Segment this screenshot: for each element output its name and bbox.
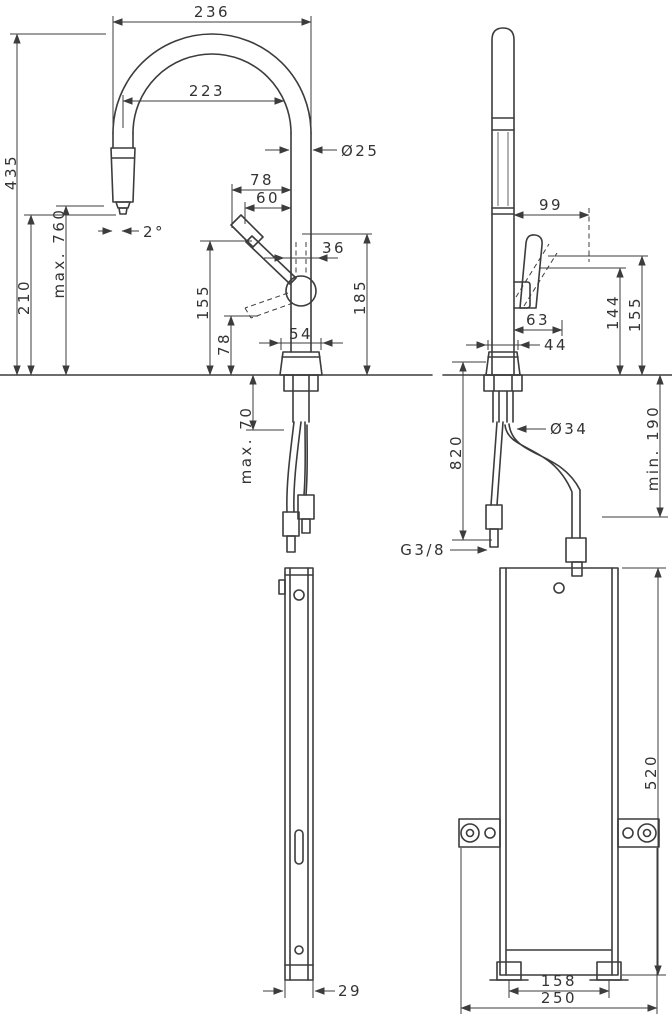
dim-label-max-pullout: max. 760 (50, 208, 68, 299)
dim-label-swivel-angle: 2° (143, 223, 165, 241)
dim-label-min-clearance: min. 190 (644, 405, 662, 491)
dim-label-spout-reach: 223 (189, 82, 225, 100)
dim-label-handle-low-height: 78 (215, 332, 233, 356)
faucet-front-outline (458, 27, 660, 981)
dim-label-pivot-height-front: 144 (604, 294, 622, 330)
dim-label-foot-spacing: 158 (541, 972, 577, 990)
dim-label-handle-top-height-front: 155 (626, 296, 644, 332)
faucet-front-shading (497, 132, 509, 206)
dim-label-head-offset: 99 (539, 196, 563, 214)
dim-label-base-width-front: 44 (544, 336, 568, 354)
dim-label-hose-length: 820 (447, 434, 465, 470)
dim-label-arc-width: 236 (194, 3, 230, 21)
dim-label-handle-boss-width: 36 (322, 239, 346, 257)
dim-label-outlet-height: 210 (15, 279, 33, 315)
dim-label-connection-thread: G3/8 (400, 541, 446, 559)
dim-label-max-counter-thickness: max. 70 (237, 406, 255, 485)
dim-label-spout-diameter: Ø25 (341, 142, 379, 160)
dim-label-rail-width: 29 (338, 982, 362, 1000)
dimension-labels: 236 223 Ø25 78 60 2° 36 54 29 99 63 44 Ø… (2, 3, 662, 1007)
dim-label-overall-width: 250 (541, 989, 577, 1007)
dim-label-box-height: 520 (642, 754, 660, 790)
dim-label-total-height: 435 (2, 154, 20, 190)
dim-label-pivot-height: 185 (351, 279, 369, 315)
dim-label-tap-hole-diameter: Ø34 (550, 420, 588, 438)
front-view-dimension-lines (450, 211, 668, 1014)
faucet-side-outline (110, 33, 323, 981)
faucet-side-dashed-positions (244, 242, 307, 319)
side-view-dimension-lines (10, 16, 372, 998)
dim-label-handle-proj-upper: 78 (250, 171, 274, 189)
dim-label-handle-height-side: 155 (194, 284, 212, 320)
dim-label-handle-proj-lower: 60 (256, 189, 280, 207)
dim-label-handle-depth: 63 (526, 311, 550, 329)
faucet-front-dashed-positions (515, 208, 590, 307)
dim-label-base-diameter: 54 (289, 325, 313, 343)
